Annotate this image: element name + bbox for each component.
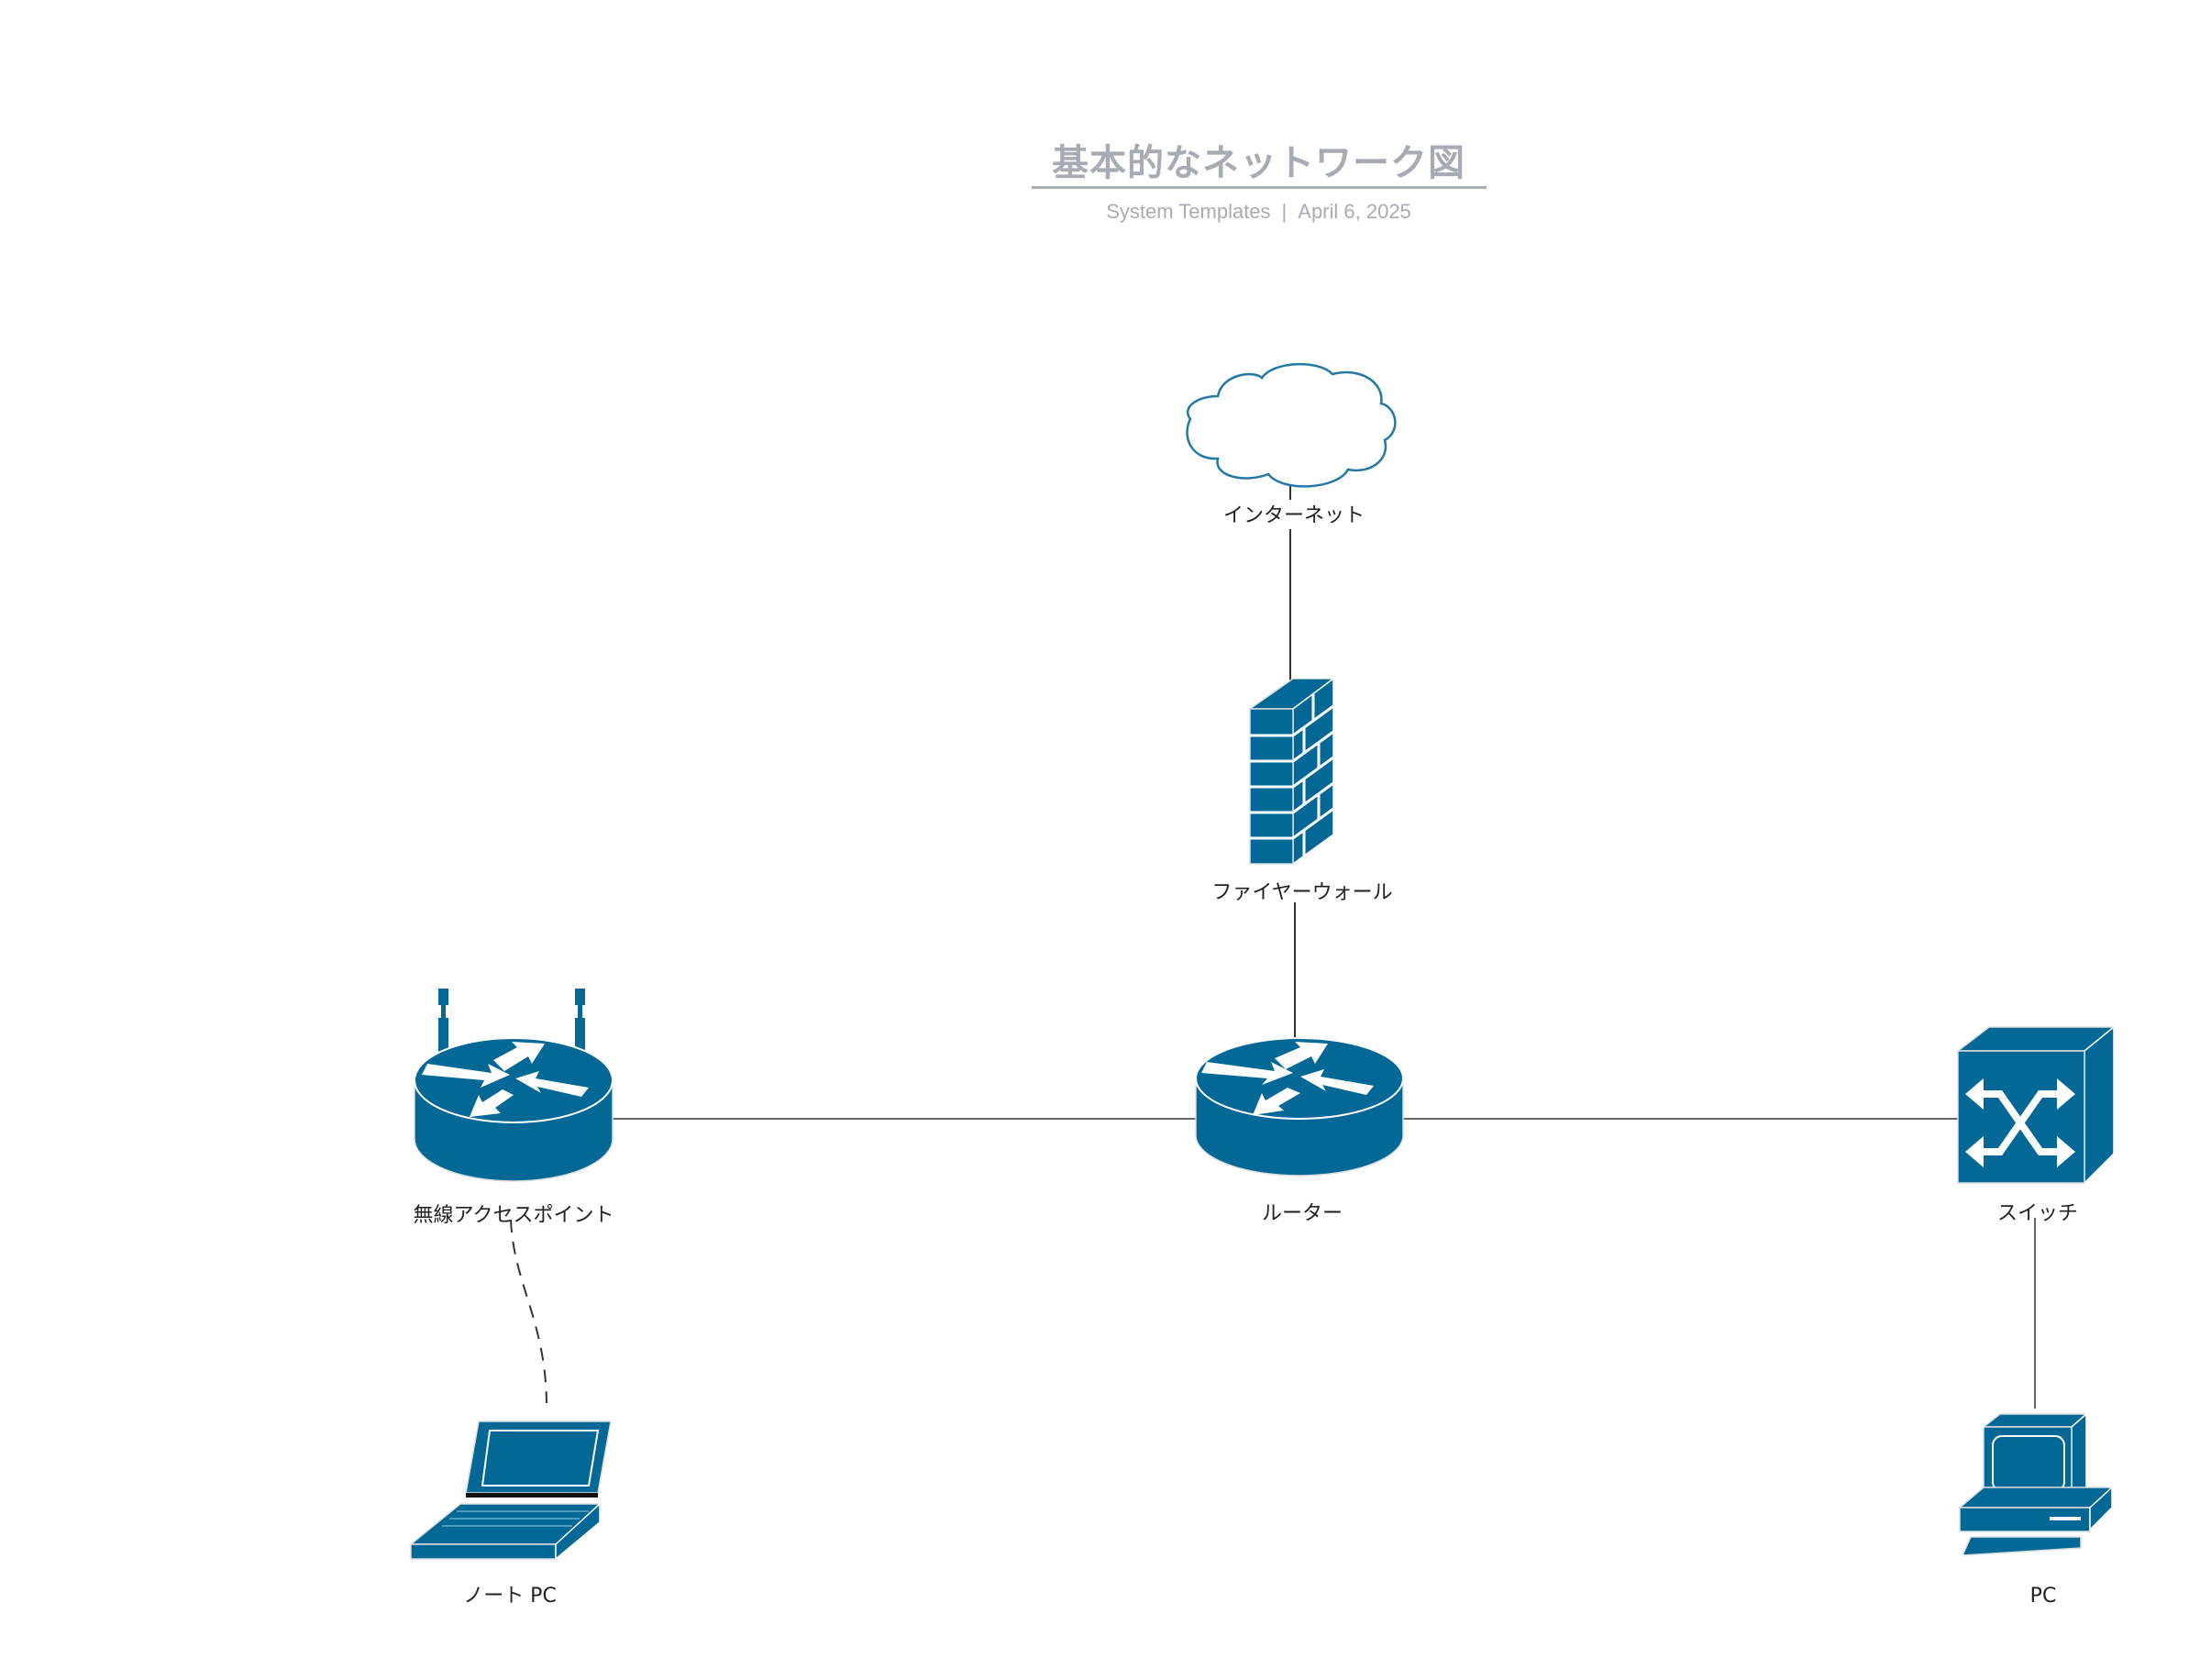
date: April 6, 2025 (1298, 200, 1411, 223)
node-label-internet: インターネット (1222, 504, 1365, 527)
node-label-pc: PC (2029, 1585, 2057, 1608)
laptop-icon[interactable] (405, 1412, 611, 1563)
desktop-pc-icon[interactable] (1956, 1412, 2114, 1559)
link-ap-laptop-wireless[interactable] (510, 1219, 547, 1404)
keyboard-grid (442, 1510, 589, 1527)
node-label-firewall: ファイヤーウォール (1211, 881, 1393, 904)
wireless-router-icon[interactable] (411, 981, 616, 1188)
subtitle-separator: | (1281, 200, 1288, 223)
switch-arrows (1973, 1090, 2068, 1155)
ap-arrows (422, 1042, 589, 1117)
router-arrows (1201, 1042, 1374, 1115)
author: System Templates (1106, 200, 1271, 223)
antenna-icons (438, 989, 585, 1060)
diagram-subtitle: System Templates | April 6, 2025 (1032, 200, 1486, 224)
node-label-switch: スイッチ (1996, 1202, 2079, 1225)
router-icon[interactable] (1192, 1034, 1407, 1183)
node-label-router: ルーター (1261, 1202, 1343, 1225)
switch-icon[interactable] (1956, 1025, 2117, 1188)
node-label-access-point: 無線アクセスポイント (413, 1204, 614, 1227)
node-label-laptop: ノート PC (463, 1585, 557, 1608)
diagram-title: 基本的なネットワーク図 (1052, 142, 1465, 184)
cloud-icon[interactable] (1181, 359, 1401, 492)
title-divider (1032, 186, 1487, 189)
firewall-icon[interactable] (1247, 679, 1335, 867)
